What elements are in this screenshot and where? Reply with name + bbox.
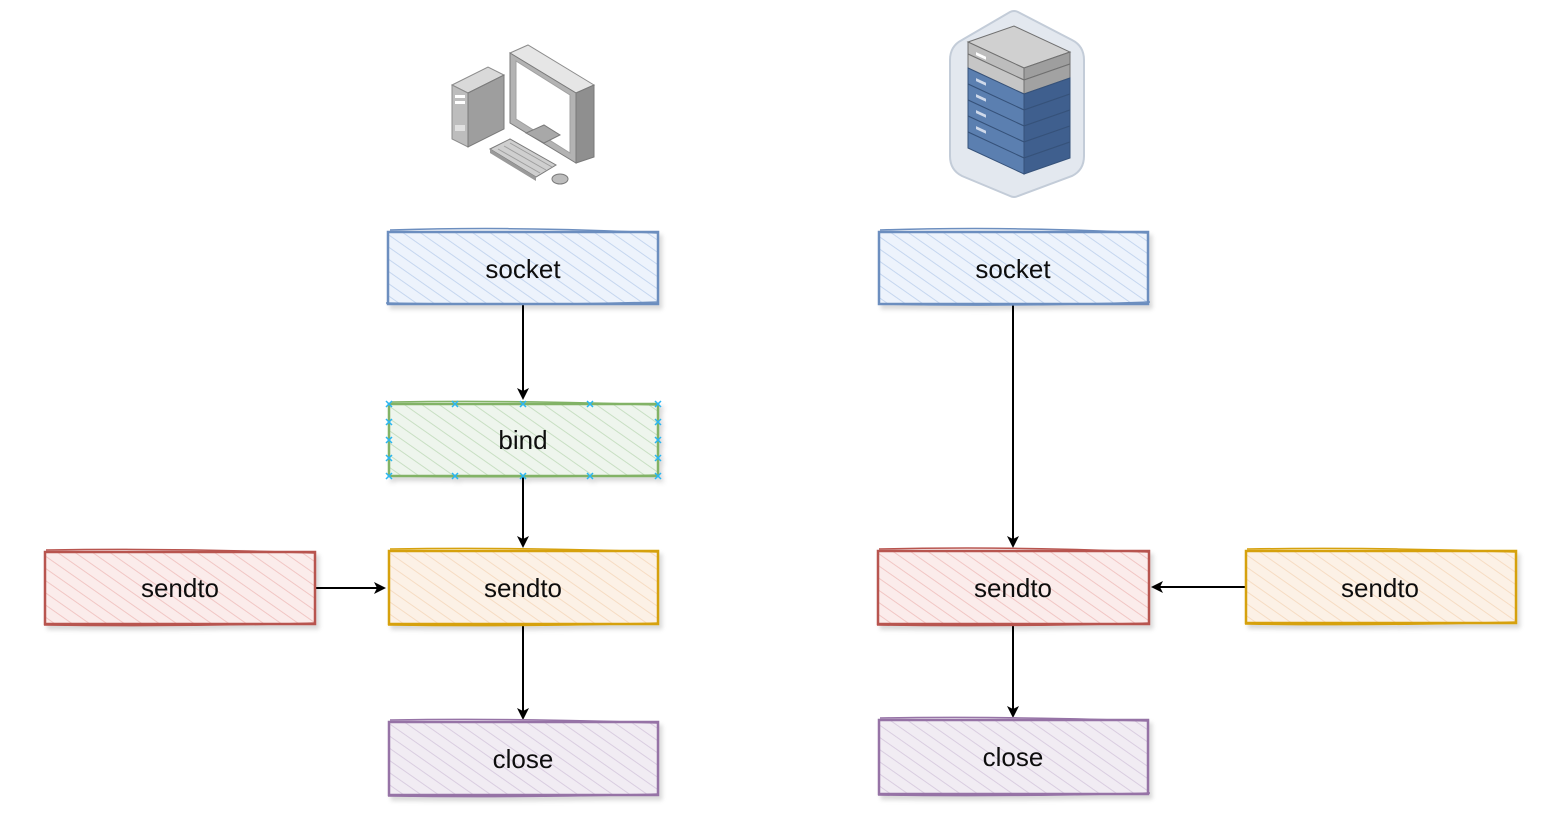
server-socket-label: socket xyxy=(975,254,1051,284)
client-socket-node[interactable]: socket xyxy=(385,227,660,306)
client-bind-node[interactable]: bind xyxy=(385,400,662,480)
server-close-node[interactable]: close xyxy=(877,716,1151,797)
client-bind-label: bind xyxy=(498,425,547,455)
server-sendto-label: sendto xyxy=(974,573,1052,603)
desktop-computer-icon xyxy=(450,44,596,185)
selection-handles[interactable] xyxy=(385,400,662,480)
server-close-label: close xyxy=(983,742,1044,772)
client-close-label: close xyxy=(493,744,554,774)
client-peer-sendto-label: sendto xyxy=(141,573,219,603)
client-sendto-label: sendto xyxy=(484,573,562,603)
server-sendto-node[interactable]: sendto xyxy=(876,547,1151,627)
client-peer-sendto-node[interactable]: sendto xyxy=(43,548,317,627)
connectors xyxy=(316,304,1246,720)
server-peer-sendto-label: sendto xyxy=(1341,573,1419,603)
server-rack-icon xyxy=(949,10,1085,198)
client-sendto-node[interactable]: sendto xyxy=(387,547,660,627)
server-peer-sendto-node[interactable]: sendto xyxy=(1244,547,1518,626)
server-socket-node[interactable]: socket xyxy=(877,227,1151,306)
client-socket-label: socket xyxy=(485,254,561,284)
client-close-node[interactable]: close xyxy=(387,718,660,798)
